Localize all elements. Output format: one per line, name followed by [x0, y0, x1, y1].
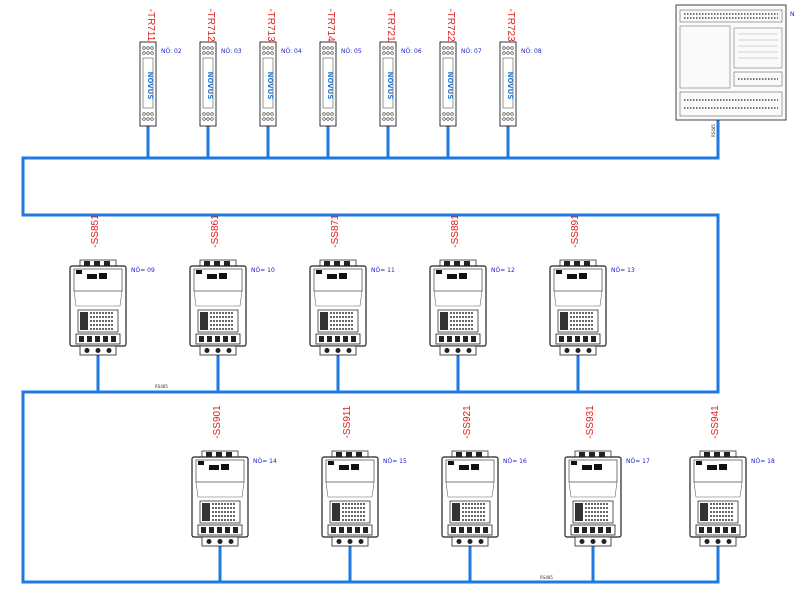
starter-node-label: NÓ= 17 [626, 458, 650, 465]
transmitter-tag: -TR714 [325, 8, 336, 42]
starter-tag: -SS931 [585, 405, 596, 439]
transmitter-tag: -TR711 [145, 9, 156, 42]
starter-tag: -SS921 [462, 405, 473, 439]
starter-tag: -SS861 [210, 214, 221, 248]
transmitter-tag: -TR721 [385, 8, 396, 42]
starter-node-label: NÓ= 13 [611, 267, 635, 274]
starter-tag: -SS851 [90, 214, 101, 248]
starter-tag: -SS871 [330, 214, 341, 248]
transmitter-tag: -TR713 [265, 8, 276, 42]
plc-rs-label: RS485 [711, 124, 716, 137]
starter-node-label: NÓ= 14 [253, 458, 277, 465]
starter-node-label: NÓ= 12 [491, 267, 515, 274]
transmitter-brand: NOVUS [506, 72, 514, 100]
transmitter-brand: NOVUS [386, 72, 394, 100]
transmitter-node-label: NÓ: 06 [401, 48, 422, 55]
bus-label-row2: RS485 [540, 575, 553, 580]
plc-node-label: N [790, 11, 795, 18]
bus-label-row1: RS485 [155, 384, 168, 389]
starter-node-label: NÓ= 10 [251, 267, 275, 274]
starter-tag: -SS891 [570, 214, 581, 248]
transmitter-node-label: NÓ: 04 [281, 48, 302, 55]
starter-node-label: NÓ= 18 [751, 458, 775, 465]
transmitter-brand: NOVUS [146, 72, 154, 100]
transmitter-node-label: NÓ: 07 [461, 48, 482, 55]
transmitter-node-label: NÓ: 03 [221, 48, 242, 55]
transmitter-node-label: NÓ: 02 [161, 48, 182, 55]
plc-module [675, 4, 787, 121]
starter-node-label: NÓ= 15 [383, 458, 407, 465]
starter-tag: -SS941 [710, 405, 721, 439]
transmitter-node-label: NÓ: 05 [341, 48, 362, 55]
rs485-bus [21, 120, 720, 584]
transmitter-tag: -TR712 [205, 8, 216, 42]
transmitter-tag: -TR723 [505, 8, 516, 42]
transmitter-brand: NOVUS [446, 72, 454, 100]
starter-node-label: NÓ= 11 [371, 267, 395, 274]
transmitter-brand: NOVUS [206, 72, 214, 100]
starter-node-label: NÓ= 16 [503, 458, 527, 465]
transmitter-brand: NOVUS [326, 72, 334, 100]
transmitter-brand: NOVUS [266, 72, 274, 100]
starter-node-label: NÓ= 09 [131, 267, 155, 274]
starter-tag: -SS881 [450, 214, 461, 248]
starter-tag: -SS911 [342, 405, 353, 438]
starter-tag: -SS901 [212, 405, 223, 439]
transmitter-node-label: NÓ: 08 [521, 48, 542, 55]
transmitter-tag: -TR722 [445, 8, 456, 42]
